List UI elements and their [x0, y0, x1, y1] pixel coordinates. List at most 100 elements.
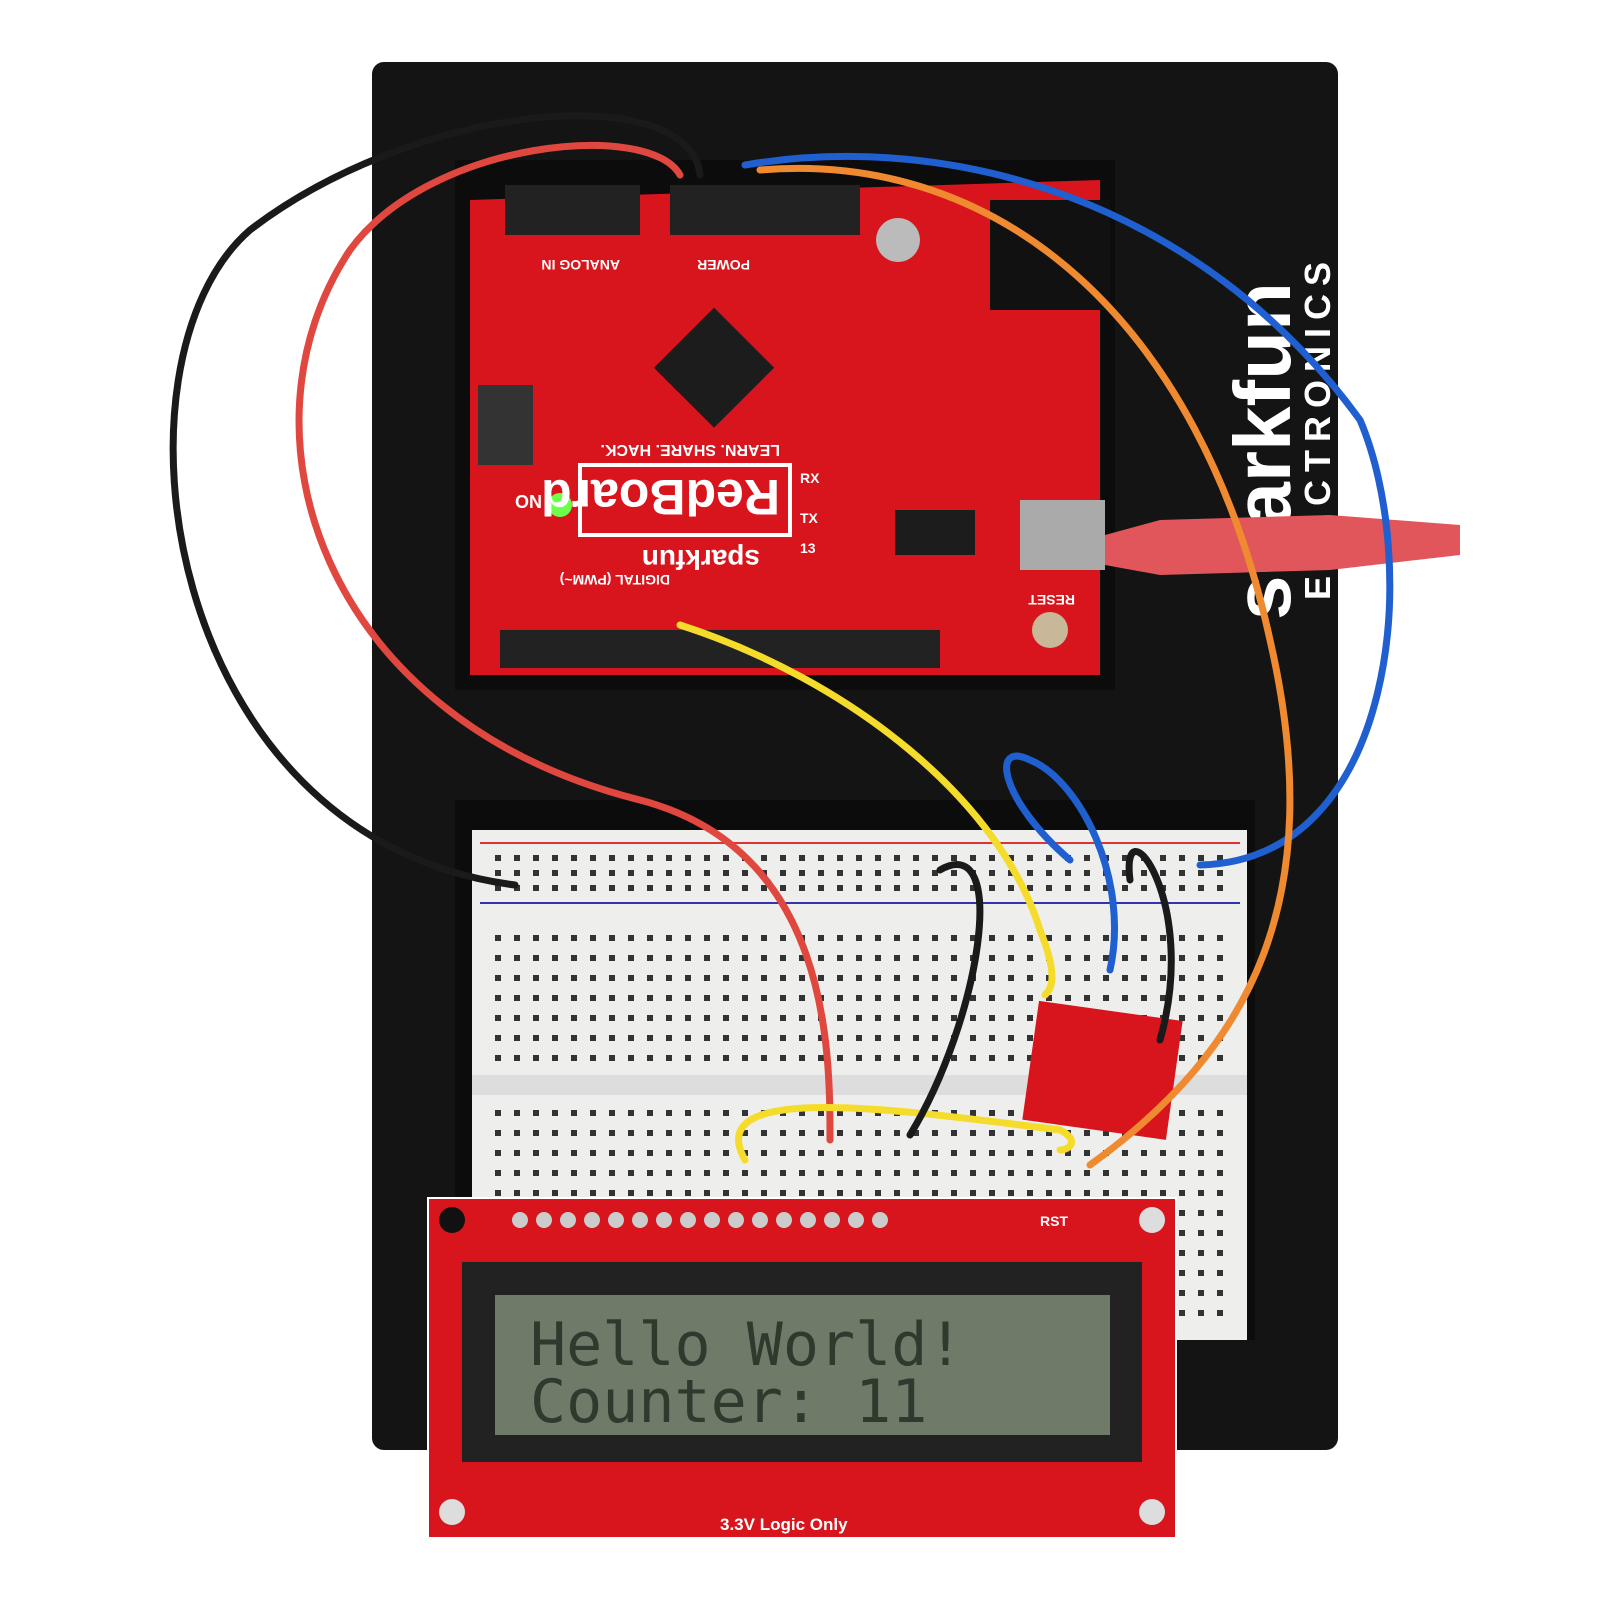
breadboard-hole [1198, 1210, 1204, 1216]
breadboard-hole [951, 1015, 957, 1021]
breadboard-hole [666, 855, 672, 861]
breadboard-hole [913, 1035, 919, 1041]
lcd-pin [584, 1212, 600, 1228]
breadboard-hole [666, 975, 672, 981]
breadboard-hole [818, 1055, 824, 1061]
breadboard-hole [799, 975, 805, 981]
breadboard-hole [723, 1035, 729, 1041]
breadboard-hole [628, 955, 634, 961]
breadboard-hole [742, 885, 748, 891]
breadboard-hole [533, 995, 539, 1001]
breadboard-hole [590, 1015, 596, 1021]
breadboard-hole [856, 1130, 862, 1136]
breadboard-hole [590, 870, 596, 876]
breadboard-hole [704, 935, 710, 941]
breadboard-hole [1198, 1270, 1204, 1276]
breadboard-hole [856, 870, 862, 876]
breadboard-hole [989, 975, 995, 981]
breadboard-hole [590, 1055, 596, 1061]
breadboard-hole [818, 955, 824, 961]
breadboard-hole [628, 995, 634, 1001]
breadboard-hole [856, 1170, 862, 1176]
breadboard-hole [780, 1035, 786, 1041]
breadboard-hole [875, 1150, 881, 1156]
breadboard-hole [1160, 995, 1166, 1001]
breadboard-hole [1122, 885, 1128, 891]
breadboard-hole [571, 935, 577, 941]
lcd-pin [608, 1212, 624, 1228]
analog-label: ANALOG IN [541, 257, 620, 273]
breadboard-hole [970, 935, 976, 941]
breadboard-hole [837, 885, 843, 891]
breadboard-hole [951, 995, 957, 1001]
breadboard-hole [875, 870, 881, 876]
breadboard-hole [647, 885, 653, 891]
breadboard-hole [1179, 995, 1185, 1001]
breadboard-hole [1179, 935, 1185, 941]
reset-button[interactable] [1032, 612, 1068, 648]
breadboard-hole [951, 1150, 957, 1156]
breadboard-hole [1141, 995, 1147, 1001]
breadboard-hole [571, 870, 577, 876]
breadboard-hole [1122, 995, 1128, 1001]
breadboard-hole [552, 995, 558, 1001]
breadboard-hole [951, 1055, 957, 1061]
breadboard-hole [970, 855, 976, 861]
breadboard-hole [742, 870, 748, 876]
breadboard-hole [894, 885, 900, 891]
breadboard-hole [818, 855, 824, 861]
breadboard-hole [799, 1150, 805, 1156]
breadboard-hole [989, 995, 995, 1001]
breadboard-hole [799, 870, 805, 876]
breadboard-hole [704, 995, 710, 1001]
breadboard-hole [1122, 1190, 1128, 1196]
breadboard-hole [514, 935, 520, 941]
breadboard-hole [875, 1130, 881, 1136]
breadboard-hole [799, 955, 805, 961]
breadboard-hole [742, 955, 748, 961]
breadboard-hole [875, 885, 881, 891]
breadboard-hole [647, 1150, 653, 1156]
breadboard-hole [837, 1055, 843, 1061]
lcd-rst-label: RST [1040, 1213, 1068, 1229]
breadboard-hole [970, 1130, 976, 1136]
breadboard-hole [514, 855, 520, 861]
breadboard-hole [761, 995, 767, 1001]
breadboard-hole [495, 1190, 501, 1196]
breadboard-hole [514, 1150, 520, 1156]
breadboard-hole [552, 885, 558, 891]
breadboard-hole [1008, 995, 1014, 1001]
breadboard-hole [495, 1110, 501, 1116]
breadboard-hole [647, 855, 653, 861]
breadboard-hole [514, 995, 520, 1001]
breadboard-hole [1198, 855, 1204, 861]
breadboard-hole [875, 935, 881, 941]
breadboard-hole [837, 1110, 843, 1116]
breadboard-hole [894, 1150, 900, 1156]
breadboard-hole [533, 1035, 539, 1041]
breadboard-hole [1027, 855, 1033, 861]
breadboard-hole [951, 870, 957, 876]
breadboard-hole [742, 995, 748, 1001]
breadboard-hole [533, 955, 539, 961]
lcd-pin [560, 1212, 576, 1228]
breadboard-hole [1027, 1190, 1033, 1196]
breadboard-hole [780, 995, 786, 1001]
breadboard-hole [1027, 870, 1033, 876]
breadboard-hole [666, 935, 672, 941]
breadboard-hole [1217, 1310, 1223, 1316]
breadboard-hole [970, 885, 976, 891]
breadboard-hole [1065, 1190, 1071, 1196]
breadboard-hole [704, 975, 710, 981]
breadboard-hole [837, 870, 843, 876]
breadboard-hole [856, 1035, 862, 1041]
breadboard-hole [894, 1015, 900, 1021]
breadboard-hole [989, 855, 995, 861]
breadboard-hole [1122, 935, 1128, 941]
breadboard-hole [932, 935, 938, 941]
breadboard-hole [571, 1130, 577, 1136]
breadboard-hole [875, 975, 881, 981]
breadboard-hole [647, 955, 653, 961]
breadboard-hole [571, 1110, 577, 1116]
breadboard-hole [666, 1170, 672, 1176]
